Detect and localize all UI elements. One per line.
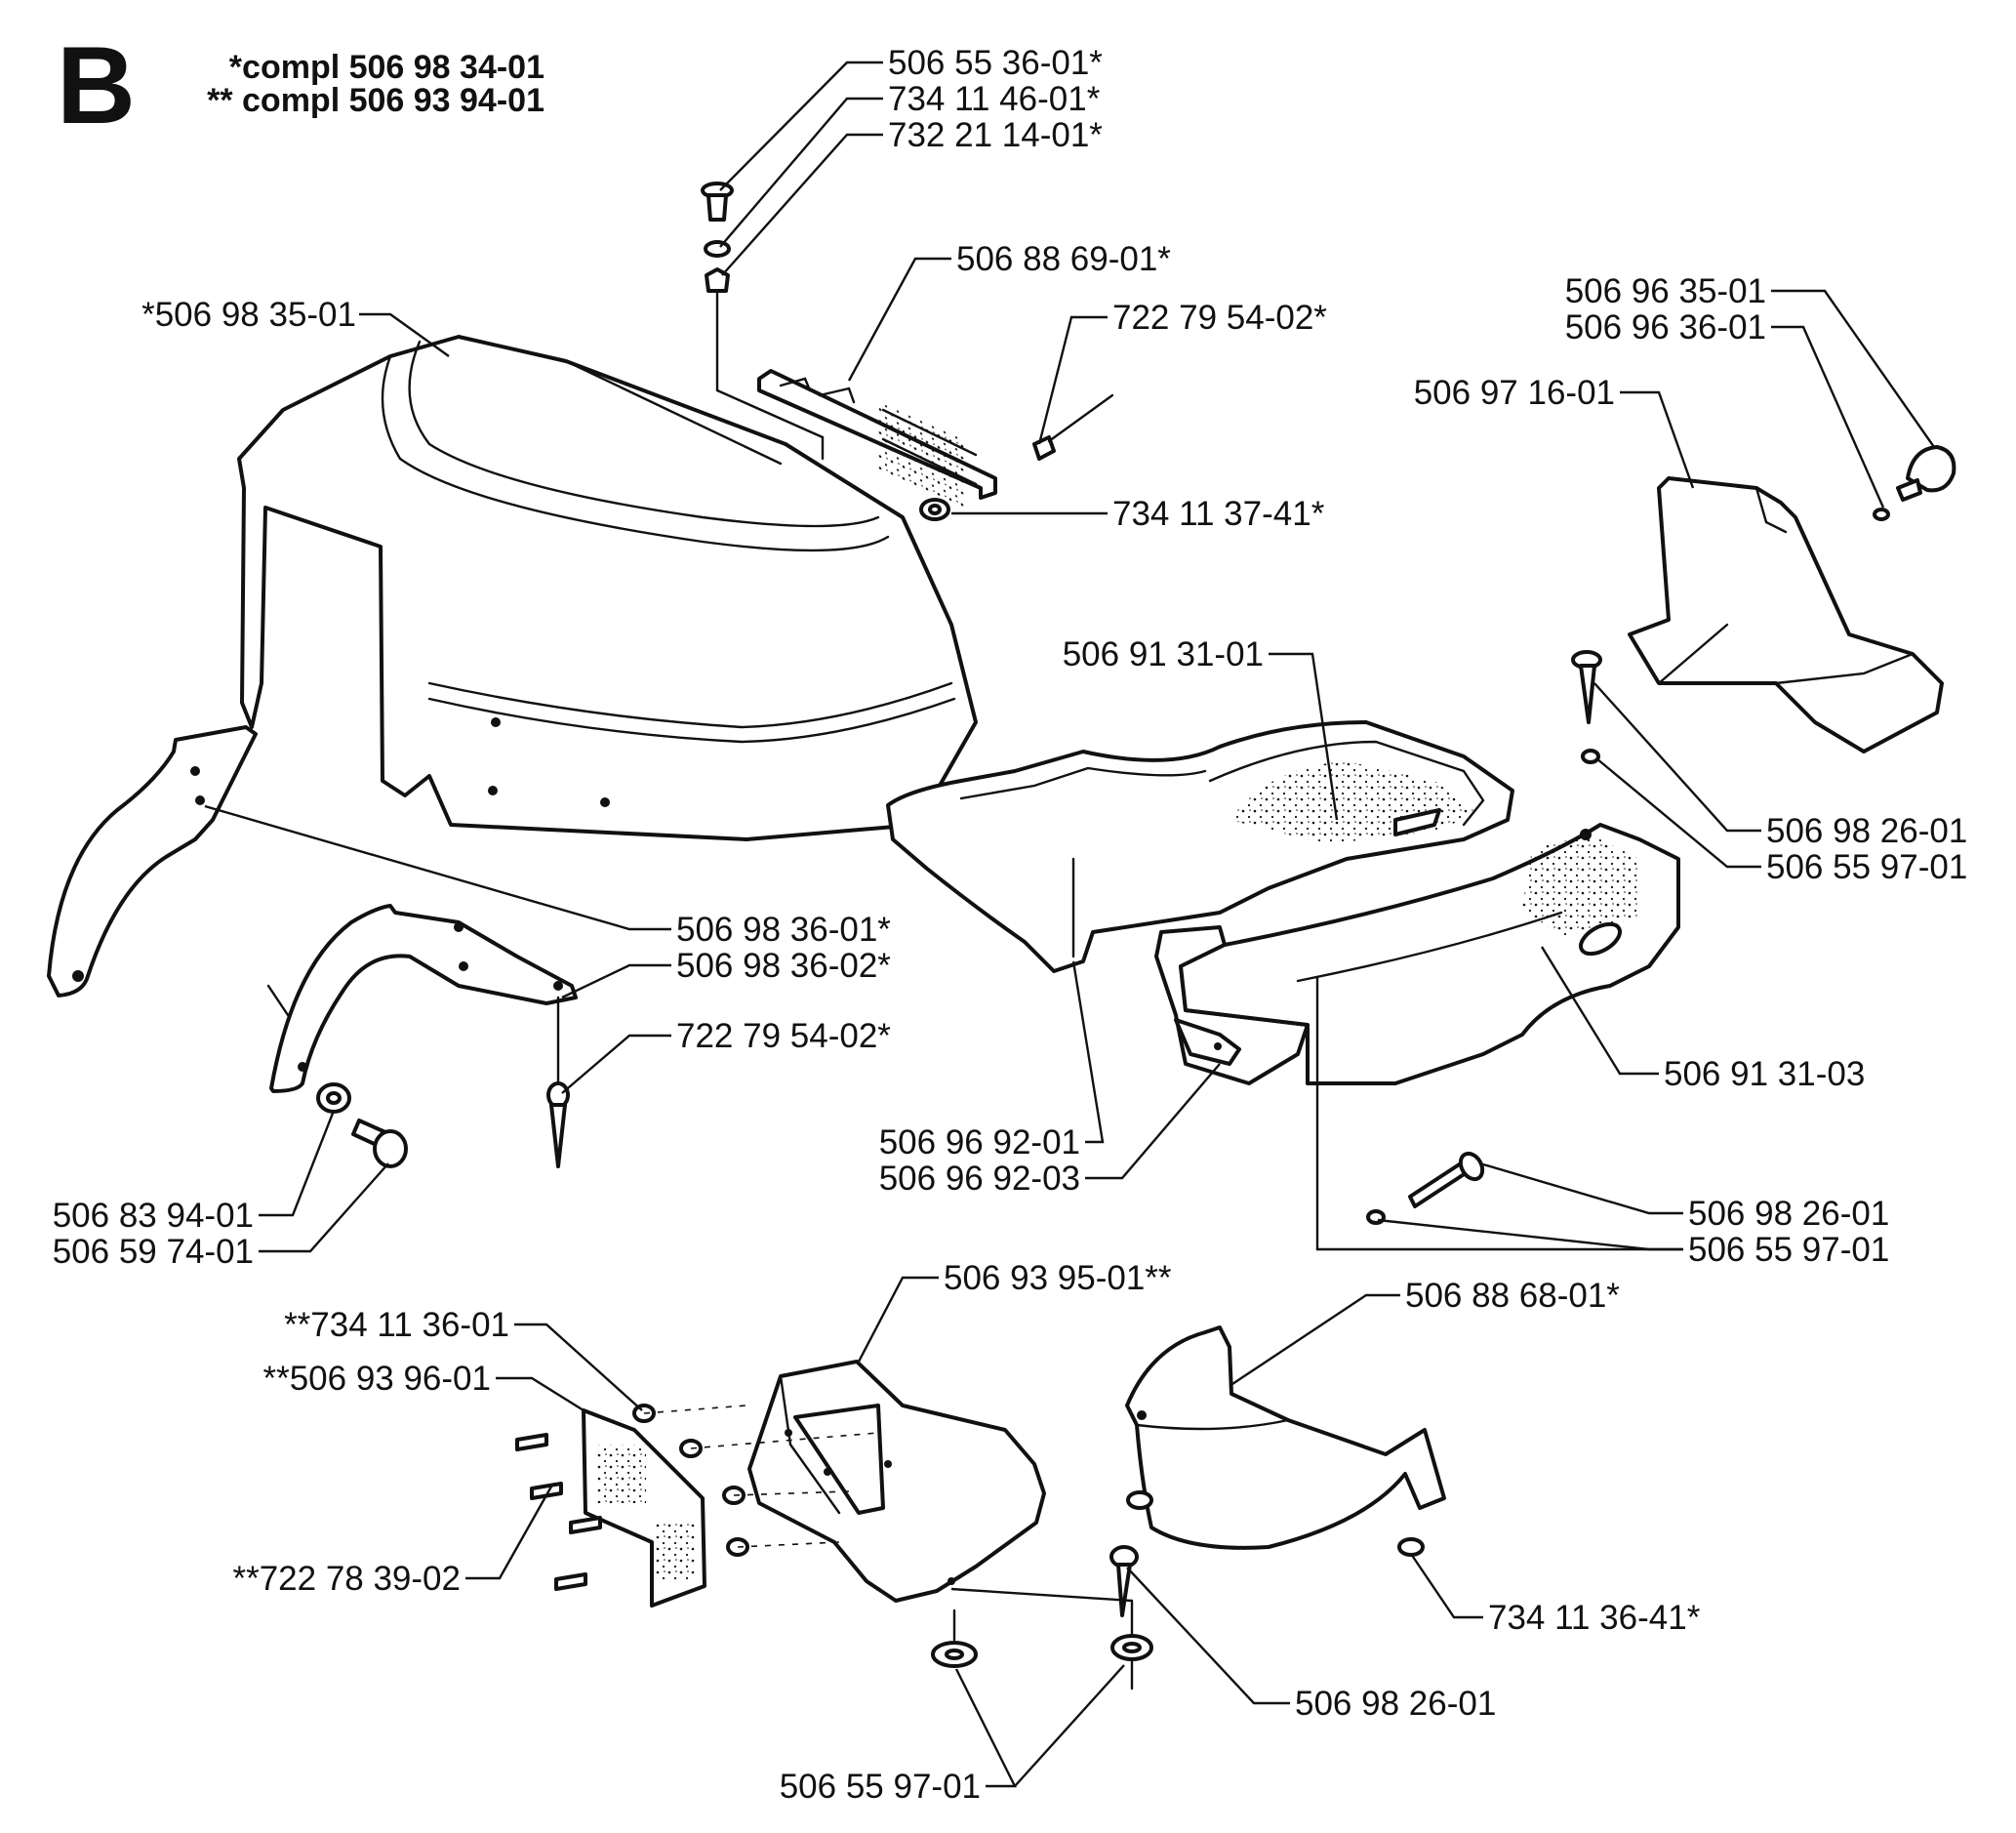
cover-piece-part	[1628, 476, 1944, 754]
knob-part	[1873, 445, 1956, 521]
rear-grille-part	[515, 1404, 879, 1608]
left-bracket-part	[47, 725, 258, 998]
label-506-91-31-03: 506 91 31-03	[1664, 1055, 1865, 1093]
mid-bracket-part	[266, 904, 578, 1093]
label-506-55-97-01-right: 506 55 97-01	[1766, 848, 1967, 886]
label-506-83-94-01: 506 83 94-01	[53, 1197, 254, 1235]
label-734-11-36-01: **734 11 36-01	[284, 1306, 509, 1344]
label-506-98-26-01-mid: 506 98 26-01	[1688, 1195, 1889, 1233]
hood-part	[237, 335, 978, 841]
label-506-93-95-01: 506 93 95-01**	[944, 1259, 1172, 1297]
label-506-96-92-03: 506 96 92-03	[879, 1160, 1080, 1198]
label-722-78-39-02: **722 78 39-02	[232, 1560, 461, 1598]
part-labels: 506 55 36-01* 734 11 46-01* 732 21 14-01…	[53, 44, 1968, 1806]
label-722-79-54-02-mid: 722 79 54-02*	[676, 1017, 891, 1055]
washer-top-part	[919, 498, 950, 521]
label-734-11-46-01: 734 11 46-01*	[888, 80, 1101, 118]
pin-top-part	[1032, 393, 1114, 461]
label-506-96-92-01: 506 96 92-01	[879, 1123, 1080, 1161]
bottom-fasteners-part	[931, 1545, 1153, 1690]
label-506-96-36-01: 506 96 36-01	[1565, 308, 1766, 346]
label-506-98-26-01-right: 506 98 26-01	[1766, 812, 1967, 850]
compl-note-1: *compl 506 98 34-01	[229, 49, 544, 86]
label-506-88-69-01: 506 88 69-01*	[956, 240, 1171, 278]
screw-stack-part	[701, 182, 825, 461]
label-506-98-36-02: 506 98 36-02*	[676, 947, 891, 985]
label-506-96-35-01: 506 96 35-01	[1565, 272, 1766, 310]
grille-plate-part	[757, 369, 997, 509]
label-506-98-36-01: 506 98 36-01*	[676, 911, 891, 949]
bolt-washer-part	[316, 1082, 408, 1168]
leader-lines	[204, 61, 1935, 1788]
label-506-55-36-01: 506 55 36-01*	[888, 44, 1103, 82]
pin-mid-part	[546, 996, 570, 1168]
tray-part	[1125, 1325, 1446, 1557]
label-506-91-31-01: 506 91 31-01	[1063, 635, 1264, 673]
label-734-11-36-41: 734 11 36-41*	[1488, 1599, 1701, 1637]
label-506-98-26-01-bottom: 506 98 26-01	[1295, 1685, 1496, 1723]
label-506-98-35-01: *506 98 35-01	[141, 296, 356, 334]
section-letter: B	[57, 24, 136, 146]
label-506-88-68-01: 506 88 68-01*	[1405, 1277, 1620, 1315]
label-734-11-37-41: 734 11 37-41*	[1112, 495, 1325, 533]
label-506-55-97-01-mid: 506 55 97-01	[1688, 1231, 1889, 1269]
rear-cowl-part	[747, 1360, 1046, 1603]
compl-note-2: ** compl 506 93 94-01	[207, 82, 544, 119]
label-732-21-14-01: 732 21 14-01*	[888, 116, 1103, 154]
label-506-97-16-01: 506 97 16-01	[1414, 374, 1615, 412]
seat-panel-part	[886, 720, 1514, 973]
screw-right-part	[1571, 650, 1602, 764]
label-506-93-96-01: **506 93 96-01	[262, 1360, 491, 1398]
label-506-55-97-01-bottom: 506 55 97-01	[780, 1768, 981, 1806]
seat-frame-part	[1154, 823, 1680, 1085]
label-722-79-54-02-top: 722 79 54-02*	[1112, 299, 1327, 337]
screw-mid-part	[1366, 1151, 1485, 1225]
label-506-59-74-01: 506 59 74-01	[53, 1233, 254, 1271]
